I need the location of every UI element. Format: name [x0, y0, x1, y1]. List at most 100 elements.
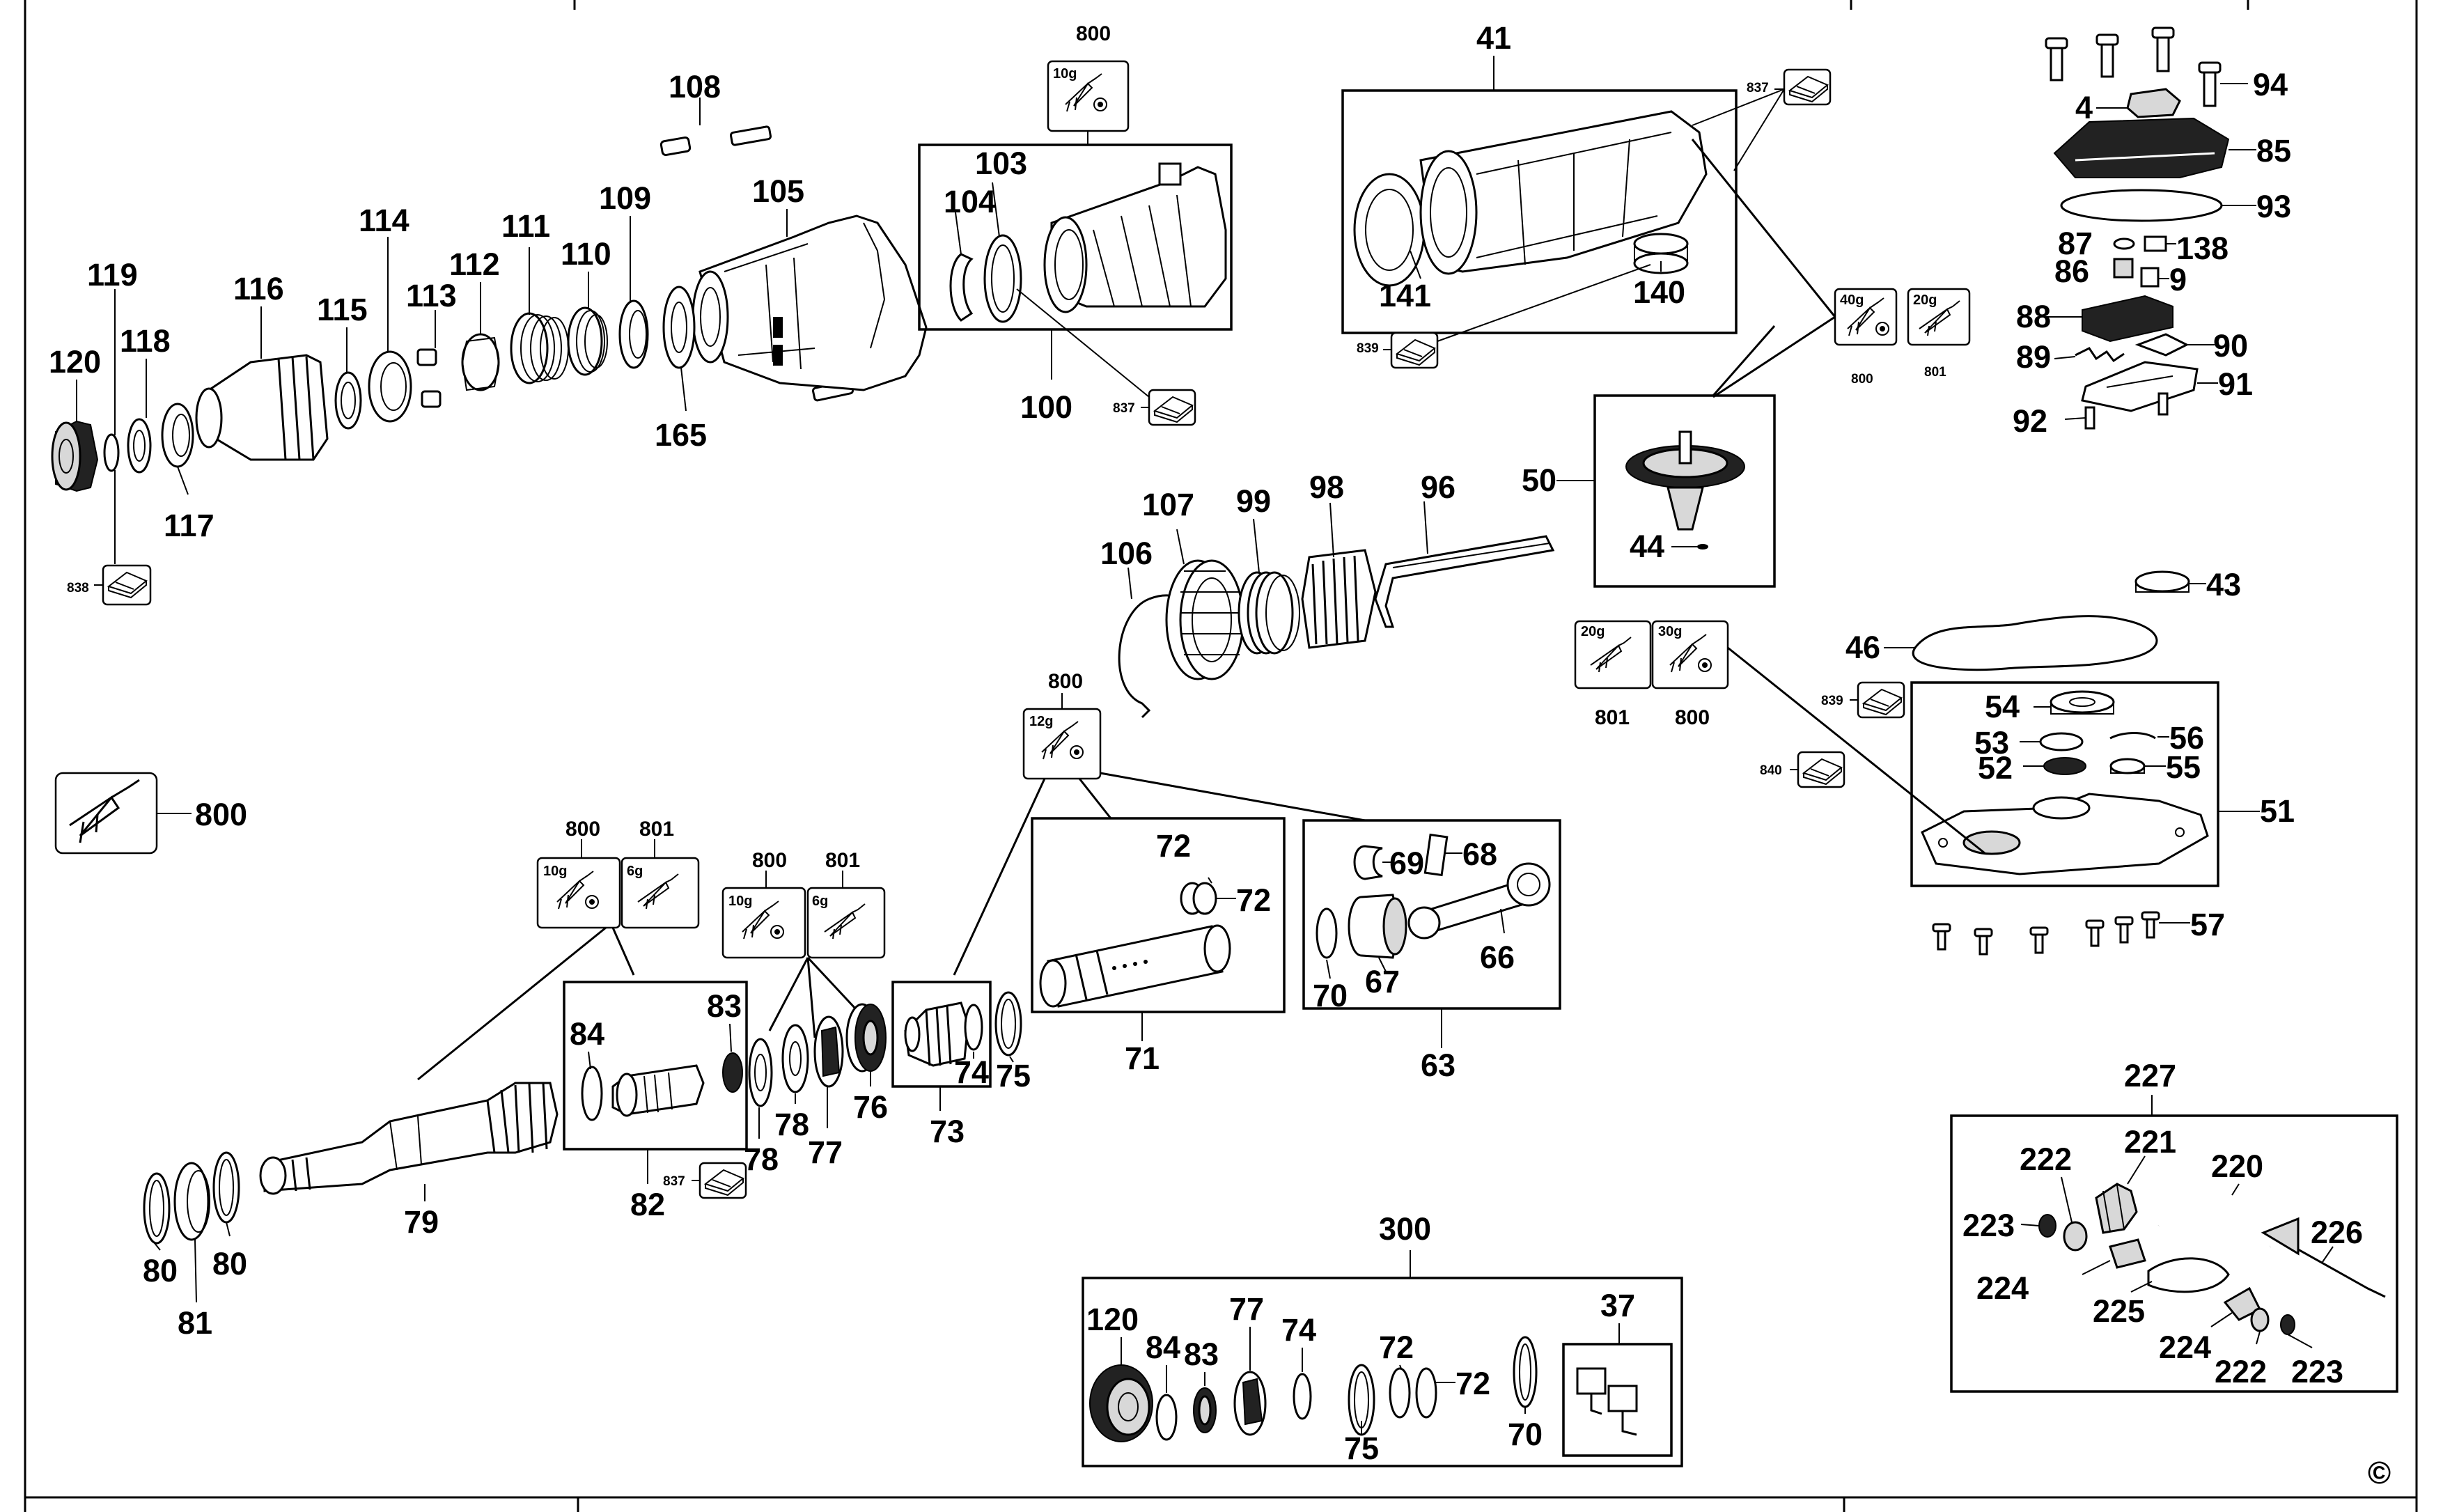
- grease-pair-middle-right: 20g 30g 801 800: [1574, 620, 1985, 855]
- connecting-rod-box-63: 69 68 70 67 66 63: [1302, 819, 1561, 1083]
- label-57: 57: [2190, 907, 2225, 942]
- label-105: 105: [752, 173, 804, 209]
- label-83-a: 83: [707, 988, 742, 1024]
- label-84-b: 84: [1146, 1330, 1180, 1365]
- label-72-d: 72: [1455, 1366, 1490, 1401]
- ring-109: [618, 299, 649, 369]
- label-82: 82: [630, 1187, 665, 1222]
- label-99: 99: [1236, 483, 1271, 519]
- label-224-b: 224: [2159, 1330, 2211, 1365]
- label-801-a: 801: [1924, 365, 1946, 380]
- label-117: 117: [164, 508, 214, 543]
- label-800-d: 800: [195, 797, 247, 832]
- collar-116: [195, 354, 329, 461]
- label-91: 91: [2218, 366, 2253, 402]
- grease-gun-icon-800: 800: [54, 772, 247, 855]
- rings-80-81: 80 81 80: [143, 1151, 247, 1341]
- label-112: 112: [449, 247, 500, 282]
- dust-cap-120: [51, 420, 99, 492]
- label-85: 85: [2256, 133, 2291, 169]
- cord-set-box-227: 227 222 223 221 220 226 224 225 2: [1950, 1058, 2398, 1393]
- label-53: 53: [1974, 725, 2009, 761]
- grease-sheet-icon-838: [94, 564, 152, 606]
- label-54: 54: [1985, 689, 2020, 724]
- label-800-a: 800: [1076, 22, 1111, 45]
- label-50: 50: [1522, 462, 1556, 498]
- label-74-a: 74: [954, 1054, 989, 1090]
- label-56: 56: [2169, 720, 2204, 756]
- grease-hub-12g: 12g 800: [953, 670, 1366, 976]
- spring-111: [510, 312, 569, 384]
- ram-box-73: 74 73 75: [891, 981, 1031, 1149]
- label-37: 37: [1600, 1288, 1635, 1323]
- label-109: 109: [599, 180, 651, 216]
- label-223-b: 223: [2291, 1354, 2343, 1389]
- label-67: 67: [1365, 964, 1400, 999]
- label-55: 55: [2166, 749, 2201, 785]
- label-88: 88: [2016, 299, 2051, 334]
- label-227: 227: [2124, 1058, 2176, 1093]
- grease-weight-6g-a: 6g: [627, 864, 643, 879]
- label-800-c: 800: [1675, 706, 1710, 729]
- label-110: 110: [561, 236, 611, 272]
- label-4: 4: [2075, 90, 2093, 125]
- grease-pair-82: 10g 6g 800 801: [417, 818, 700, 1081]
- motor-housing-box-41: 41 837 839 141 140: [1341, 20, 1832, 369]
- label-801-c: 801: [639, 818, 674, 841]
- label-83-b: 83: [1184, 1336, 1219, 1372]
- striker-box-82: 84 83 82 837: [563, 981, 748, 1222]
- label-92: 92: [2013, 403, 2047, 439]
- cylinder-box-71: 72 72 71: [1031, 817, 1286, 1076]
- label-165: 165: [655, 417, 707, 453]
- label-839-a: 839: [1357, 341, 1379, 356]
- label-840: 840: [1760, 763, 1782, 778]
- label-141: 141: [1379, 278, 1431, 313]
- label-120-b: 120: [1086, 1302, 1139, 1337]
- assembly-box-100: 10g 800 104 103 100 837: [918, 22, 1233, 426]
- grease-pair-78: 10g 6g 800 801: [721, 849, 886, 1038]
- label-76: 76: [853, 1089, 888, 1125]
- grease-weight-20g-a: 20g: [1913, 293, 1937, 308]
- label-73: 73: [930, 1114, 965, 1149]
- label-300: 300: [1379, 1211, 1431, 1247]
- label-224-a: 224: [1976, 1270, 2029, 1306]
- label-79: 79: [404, 1204, 439, 1240]
- washer-165: [662, 286, 696, 369]
- label-226: 226: [2311, 1215, 2363, 1250]
- label-222-a: 222: [2020, 1141, 2072, 1177]
- label-71: 71: [1125, 1041, 1160, 1076]
- label-111: 111: [501, 208, 550, 244]
- label-837-c: 837: [663, 1174, 685, 1189]
- label-84-a: 84: [570, 1016, 604, 1052]
- label-68: 68: [1462, 836, 1497, 872]
- label-41: 41: [1476, 20, 1511, 56]
- label-75-a: 75: [996, 1058, 1031, 1093]
- label-94: 94: [2253, 67, 2288, 102]
- gasket-46: 46: [1845, 615, 2158, 671]
- label-800-g: 800: [752, 849, 787, 872]
- label-838: 838: [67, 581, 89, 595]
- grease-pair-right-top: 40g 20g 800 801: [1691, 139, 1971, 398]
- label-800-e: 800: [1048, 670, 1083, 693]
- label-223-a: 223: [1962, 1208, 2015, 1243]
- label-80-b: 80: [212, 1246, 247, 1281]
- label-221: 221: [2124, 1124, 2176, 1160]
- copyright-symbol: ©: [2368, 1455, 2391, 1490]
- label-80-a: 80: [143, 1253, 178, 1288]
- label-839-b: 839: [1821, 694, 1843, 708]
- label-800-f: 800: [565, 818, 600, 841]
- grease-weight-40g: 40g: [1840, 293, 1864, 308]
- label-69: 69: [1389, 845, 1424, 881]
- label-70-b: 70: [1508, 1417, 1543, 1452]
- label-72-b: 72: [1236, 882, 1271, 918]
- sleeve-114: [368, 350, 412, 423]
- label-106: 106: [1100, 536, 1153, 571]
- label-113: 113: [406, 278, 457, 313]
- label-93: 93: [2256, 189, 2291, 224]
- label-837-a: 837: [1113, 401, 1135, 416]
- label-75-b: 75: [1344, 1431, 1379, 1466]
- label-72-a: 72: [1156, 828, 1191, 864]
- label-119: 119: [87, 257, 138, 293]
- label-78-a: 78: [744, 1141, 779, 1177]
- label-800-b: 800: [1851, 372, 1873, 387]
